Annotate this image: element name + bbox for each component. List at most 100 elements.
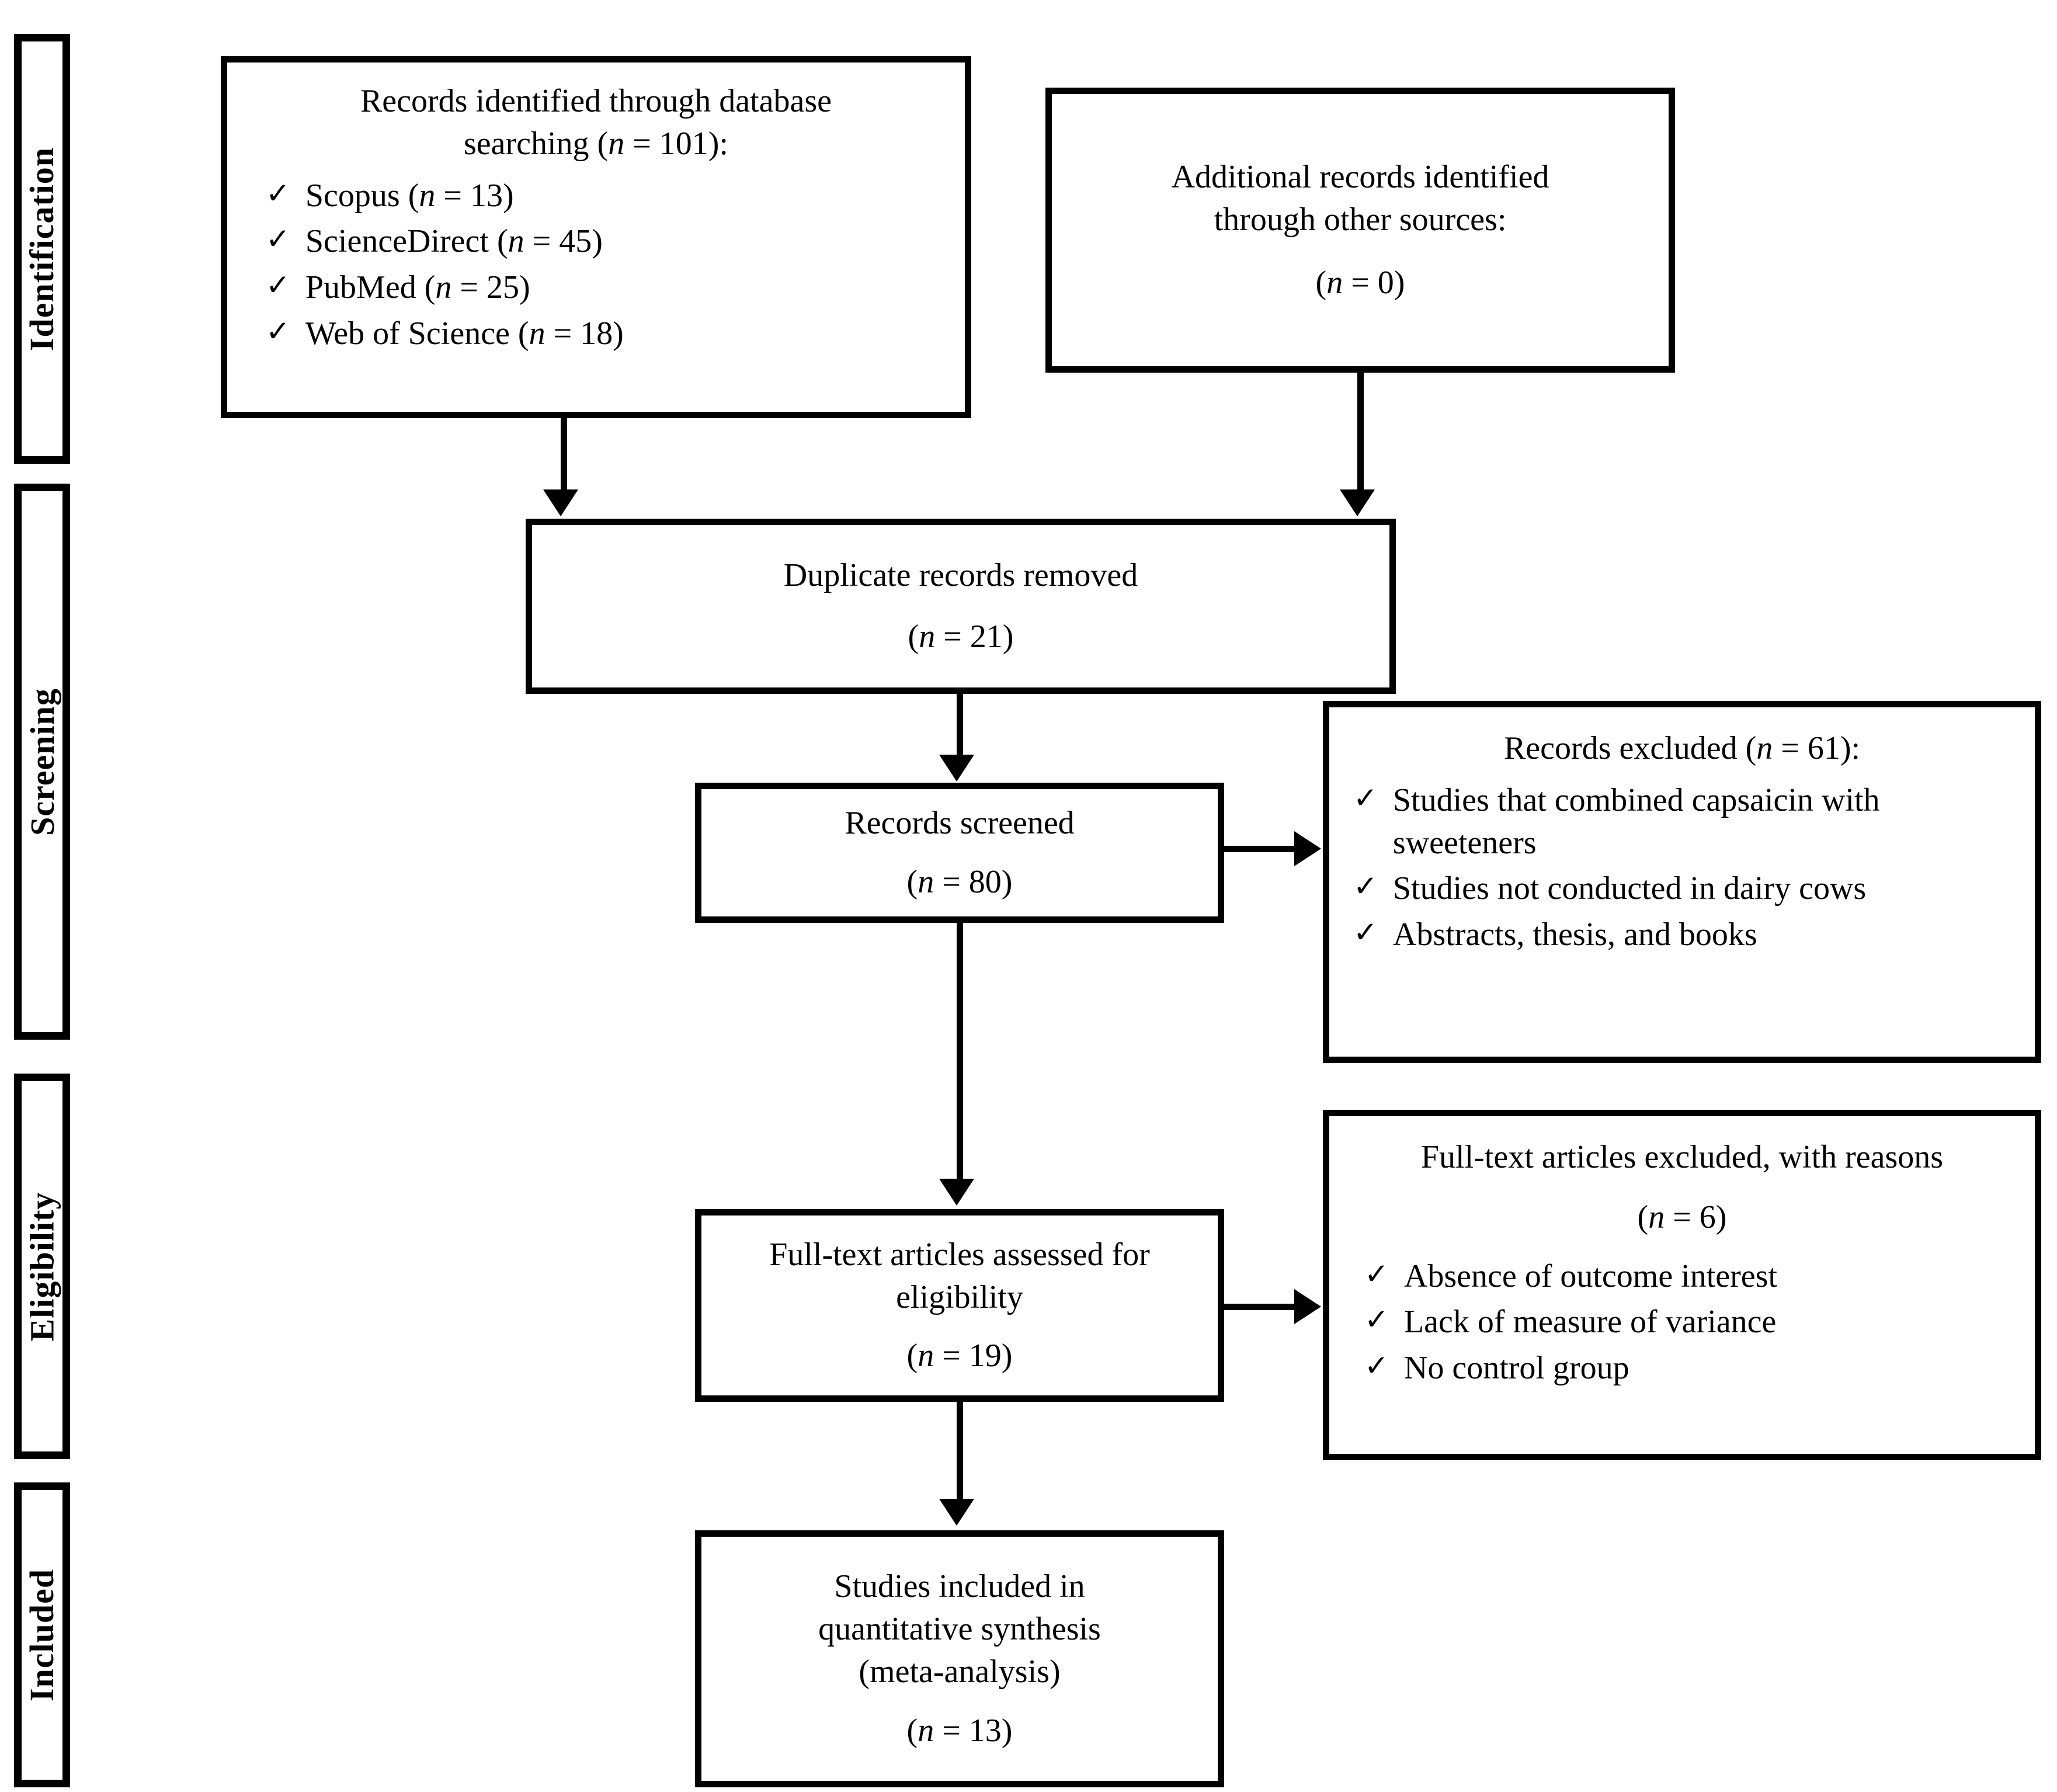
db-item-0-post: = 13) [435, 177, 514, 214]
arrowhead-assessed-to-ftexcluded [1294, 1289, 1321, 1324]
excluded-heading-post: = 61): [1773, 730, 1861, 766]
included-line2: quantitative synthesis [818, 1611, 1101, 1648]
check-icon: ✓ [266, 176, 290, 210]
list-item: ✓ Absence of outcome interest [1364, 1255, 2035, 1298]
stage-label-included: Included [14, 1482, 70, 1787]
database-list: ✓ Scopus (n = 13) ✓ ScienceDirect (n = 4… [242, 171, 950, 359]
db-item-3-n: n [529, 315, 545, 352]
stage-label-identification: Identification [14, 34, 70, 464]
stage-label-screening-text: Screening [23, 687, 61, 836]
stage-label-identification-text: Identification [23, 147, 61, 351]
assessed-count: (n = 19) [701, 1335, 1218, 1377]
dup-count-pre: ( [908, 619, 919, 655]
db-heading-post: = 101): [624, 125, 728, 162]
excluded-item-0: Studies that combined capsaicin with swe… [1392, 782, 1880, 861]
list-item: ✓ Scopus (n = 13) [266, 175, 950, 217]
check-icon: ✓ [1364, 1257, 1389, 1290]
fulltext-excluded-list: ✓ Absence of outcome interest ✓ Lack of … [1329, 1252, 2035, 1393]
included-count-pre: ( [906, 1712, 918, 1749]
ftx-item-0: Absence of outcome interest [1403, 1258, 1778, 1294]
check-icon: ✓ [1353, 781, 1378, 814]
screened-count-post: = 80) [934, 864, 1013, 900]
included-line1: Studies included in [834, 1568, 1085, 1605]
stage-label-eligibility: Eligibility [14, 1074, 70, 1459]
check-icon: ✓ [1364, 1303, 1389, 1336]
screened-count-pre: ( [906, 864, 918, 900]
ftx-count-pre: ( [1637, 1199, 1649, 1235]
arrowhead-db-to-duplicates [543, 489, 578, 516]
ftx-heading: Full-text articles excluded, with reason… [1420, 1139, 1944, 1175]
assessed-line2: eligibility [896, 1279, 1023, 1315]
excluded-heading-pre: Records excluded ( [1503, 730, 1757, 766]
excluded-heading: Records excluded (n = 61): [1350, 727, 2014, 770]
excluded-heading-n: n [1756, 730, 1773, 766]
assessed-count-pre: ( [906, 1338, 918, 1374]
db-heading-n: n [608, 125, 625, 162]
connector-other-to-duplicates [1357, 373, 1364, 493]
db-item-2-pre: PubMed ( [305, 269, 436, 306]
check-icon: ✓ [1353, 916, 1378, 949]
db-item-1: ScienceDirect (n = 45) [305, 220, 950, 263]
db-item-0-pre: Scopus ( [305, 177, 419, 214]
list-item: ✓ Studies not conducted in dairy cows [1353, 867, 2017, 910]
other-count-post: = 0) [1343, 265, 1405, 301]
ftx-count: (n = 6) [1347, 1196, 2017, 1239]
stage-label-eligibility-text: Eligibility [23, 1192, 61, 1341]
ftx-count-post: = 6) [1665, 1199, 1727, 1235]
check-icon: ✓ [266, 314, 290, 348]
screened-line1: Records screened [845, 805, 1075, 842]
screened-count: (n = 80) [701, 861, 1218, 904]
excluded-item-2: Abstracts, thesis, and books [1392, 916, 1757, 953]
included-count-post: = 13) [934, 1712, 1013, 1749]
stage-label-included-text: Included [23, 1568, 61, 1701]
ftx-item-1: Lack of measure of variance [1403, 1304, 1777, 1340]
check-icon: ✓ [266, 223, 290, 256]
list-item: ✓ No control group [1364, 1347, 2035, 1390]
connector-assessed-to-ftexcluded [1224, 1304, 1297, 1310]
included-line3: (meta-analysis) [859, 1654, 1061, 1690]
list-item: ✓ ScienceDirect (n = 45) [266, 220, 950, 263]
included-count-n: n [918, 1712, 934, 1749]
assessed-count-n: n [918, 1338, 934, 1374]
box-studies-included-quantitative-synthesis: Studies included in quantitative synthes… [695, 1530, 1224, 1787]
dup-count-n: n [919, 619, 936, 655]
records-excluded-list: ✓ Studies that combined capsaicin with s… [1347, 776, 2017, 960]
connector-assessed-to-included [957, 1402, 963, 1502]
list-item: ✓ PubMed (n = 25) [266, 266, 950, 309]
other-count-n: n [1326, 265, 1343, 301]
included-count: (n = 13) [701, 1710, 1218, 1752]
db-item-3: Web of Science (n = 18) [305, 312, 950, 355]
check-icon: ✓ [1353, 870, 1378, 903]
db-item-0: Scopus (n = 13) [305, 175, 950, 217]
db-heading-pre: searching ( [463, 125, 609, 162]
connector-screened-to-assessed [957, 923, 963, 1182]
connector-duplicates-to-screened [957, 694, 963, 758]
assessed-count-post: = 19) [934, 1338, 1013, 1374]
check-icon: ✓ [1364, 1349, 1389, 1383]
box-fulltext-assessed-eligibility: Full-text articles assessed for eligibil… [695, 1209, 1224, 1402]
other-count-pre: ( [1315, 265, 1327, 301]
other-line2: through other sources: [1214, 201, 1507, 238]
assessed-line1: Full-text articles assessed for [769, 1236, 1150, 1273]
box-records-screened: Records screened (n = 80) [695, 783, 1224, 923]
connector-db-to-duplicates [561, 418, 567, 493]
other-count: (n = 0) [1075, 262, 1645, 304]
db-item-3-pre: Web of Science ( [305, 315, 529, 352]
arrowhead-screened-to-assessed [939, 1179, 974, 1206]
connector-screened-to-excluded [1224, 846, 1297, 852]
arrowhead-duplicates-to-screened [939, 755, 974, 782]
box-records-identified-database: Records identified through database sear… [221, 56, 971, 418]
check-icon: ✓ [266, 269, 290, 302]
db-item-1-n: n [508, 223, 524, 260]
arrowhead-screened-to-excluded [1294, 831, 1321, 866]
arrowhead-assessed-to-included [939, 1499, 974, 1526]
list-item: ✓ Studies that combined capsaicin with s… [1353, 779, 2017, 864]
db-item-1-pre: ScienceDirect ( [305, 223, 508, 260]
dup-count: (n = 21) [532, 616, 1389, 658]
other-line1: Additional records identified [1171, 158, 1549, 195]
db-item-2-n: n [435, 269, 452, 306]
ftx-count-n: n [1648, 1199, 1665, 1235]
screened-count-n: n [918, 864, 934, 900]
dup-count-post: = 21) [935, 619, 1014, 655]
